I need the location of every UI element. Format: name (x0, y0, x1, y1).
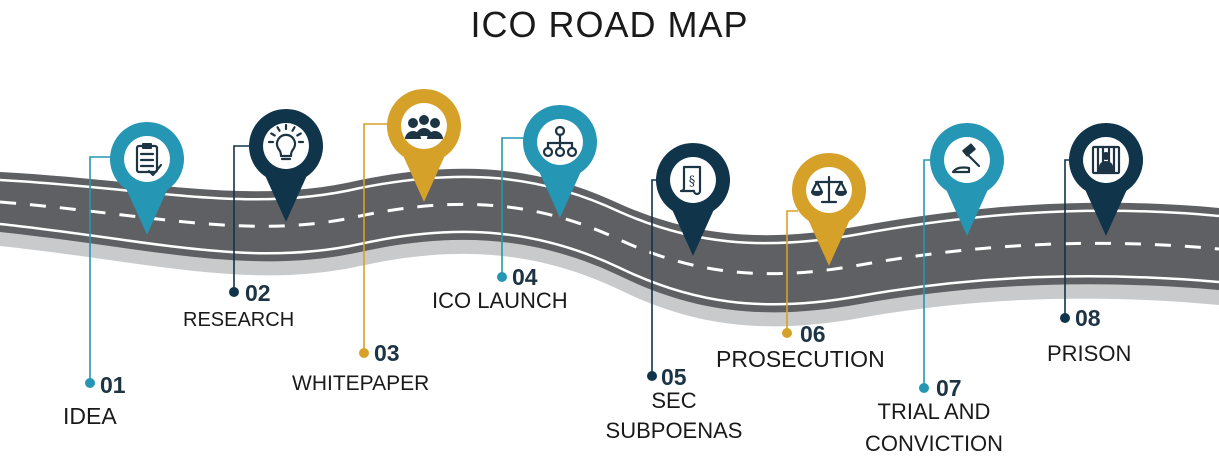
map-pin-03 (387, 88, 461, 202)
step-label-07-line1: TRIAL AND (877, 399, 991, 424)
step-number-05: 05 (661, 364, 687, 390)
step-label-05-line1: SEC (651, 388, 697, 413)
network-icon (542, 125, 578, 158)
step-label-05-line2: SUBPOENAS (605, 418, 743, 443)
map-pin-02 (249, 108, 324, 222)
leader-line-03 (363, 123, 393, 353)
page-title: ICO ROAD MAP (470, 4, 749, 45)
scales-icon (810, 175, 848, 204)
leader-dot-08 (1060, 313, 1070, 323)
map-pin-01 (109, 121, 184, 235)
step-number-04: 04 (512, 264, 538, 290)
leader-line-04 (501, 137, 529, 277)
road-edge-bottom (0, 222, 1219, 306)
step-label-07: TRIAL AND CONVICTION (853, 396, 1015, 460)
map-pin-04 (523, 104, 597, 218)
map-pin-05: § (656, 142, 730, 256)
step-number-06: 06 (800, 321, 826, 347)
team-icon (405, 115, 443, 139)
step-label-08: PRISON (1047, 341, 1132, 366)
step-number-03: 03 (374, 340, 400, 366)
leader-dot-02 (229, 287, 239, 297)
leader-dot-01 (85, 378, 95, 388)
step-number-02: 02 (245, 280, 271, 306)
leader-dot-05 (647, 371, 657, 381)
step-label-03: WHITEPAPER (292, 372, 430, 395)
clipboard-icon (135, 143, 163, 177)
leader-dot-06 (782, 328, 792, 338)
gavel-icon (951, 143, 981, 174)
road-edge-top (0, 175, 1219, 245)
leader-dot-07 (919, 383, 929, 393)
map-pin-08 (1068, 122, 1143, 236)
step-label-07-line2: CONVICTION (864, 431, 1004, 456)
road-center-dashes (0, 200, 1219, 276)
step-number-01: 01 (100, 372, 126, 398)
leader-dot-03 (359, 348, 369, 358)
lightbulb-icon (267, 123, 305, 161)
step-label-05: SEC SUBPOENAS (594, 386, 754, 446)
step-label-02: RESEARCH (183, 309, 295, 331)
legal-document-icon: § (679, 165, 702, 196)
leader-line-06 (786, 210, 798, 333)
leader-line-01 (89, 156, 116, 383)
map-pin-07 (930, 122, 1005, 236)
step-number-07: 07 (936, 375, 962, 401)
step-label-01: IDEA (63, 403, 117, 429)
step-number-08: 08 (1075, 305, 1101, 331)
step-label-06: PROSECUTION (716, 346, 885, 372)
step-label-04: ICO LAUNCH (432, 288, 568, 313)
prison-icon (1091, 145, 1121, 175)
map-pin-06 (792, 152, 866, 266)
leader-line-02 (233, 145, 255, 292)
svg-text:§: § (689, 174, 696, 189)
leader-dot-04 (497, 272, 507, 282)
road (0, 168, 1219, 313)
